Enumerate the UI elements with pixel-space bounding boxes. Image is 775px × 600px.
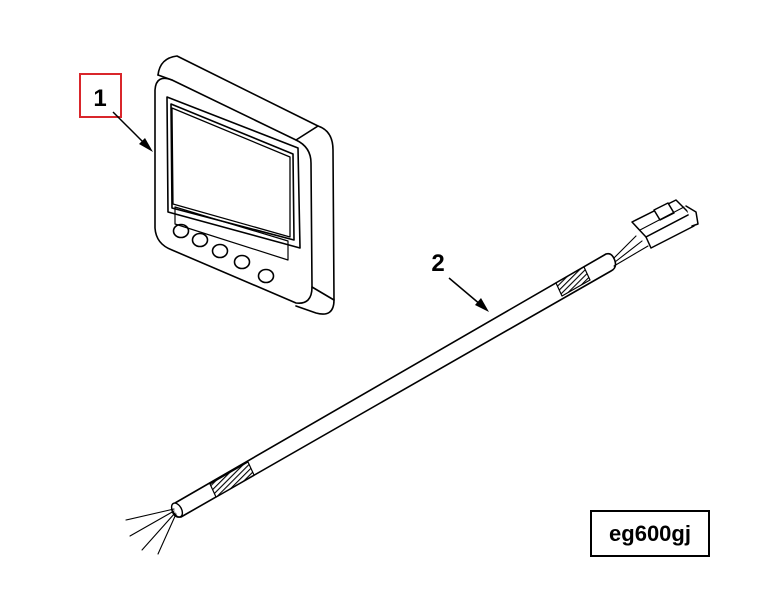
display-screen (171, 107, 291, 238)
display-button-2 (191, 232, 209, 248)
display-button-3 (211, 243, 229, 259)
callout-2-label: 2 (431, 250, 444, 277)
callout-1: 1 (79, 73, 153, 152)
callout-1-arrowhead (139, 138, 153, 152)
display-button-4 (233, 254, 251, 270)
callout-2-arrowhead (475, 298, 489, 312)
harness-tape-band-2 (555, 266, 591, 297)
connector-latch (653, 202, 675, 221)
callout-2-leader (448, 277, 482, 306)
harness-connector (631, 199, 699, 249)
connector-tab (685, 205, 699, 227)
wiring-harness (125, 199, 699, 555)
display-label-strip (174, 206, 289, 261)
harness-connector-wires (613, 235, 649, 267)
display-button-5 (257, 268, 275, 284)
callout-1-highlight-box (79, 73, 122, 118)
callout-1-leader (112, 111, 147, 146)
harness-loose-wires (125, 508, 177, 555)
display-housing-back (157, 55, 335, 315)
callout-2: 2 (431, 250, 489, 312)
display-module (154, 55, 335, 315)
display-rim (157, 74, 335, 301)
callout-1-label: 1 (93, 85, 106, 112)
display-screen-inner-frame (170, 103, 295, 241)
display-screen-frame (166, 96, 301, 249)
harness-tape-band-1 (209, 461, 255, 498)
display-button-1 (172, 223, 190, 239)
figure-id-label: eg600gj (590, 510, 710, 557)
